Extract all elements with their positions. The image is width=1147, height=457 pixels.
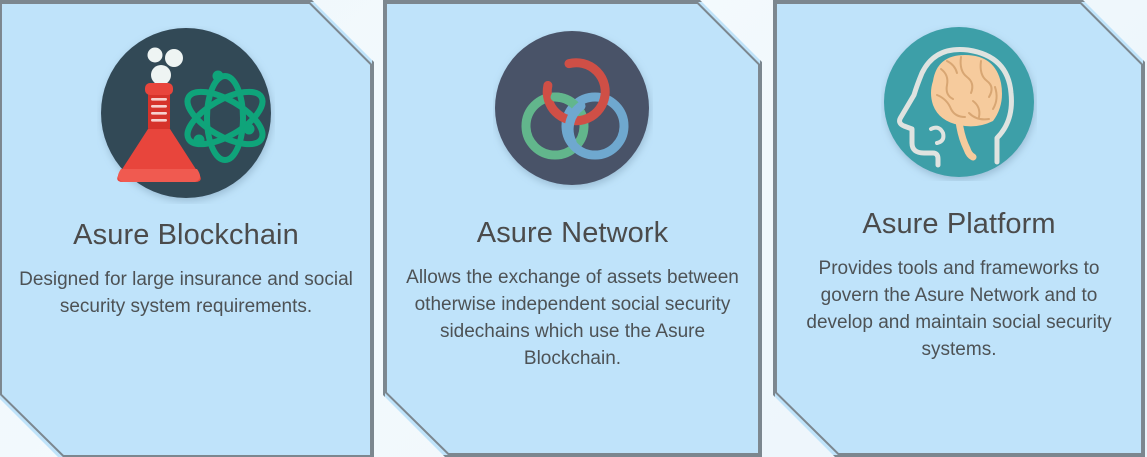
flask-atom-icon bbox=[97, 26, 275, 204]
card-asure-network[interactable]: Asure Network Allows the exchange of ass… bbox=[383, 0, 762, 457]
head-brain-icon bbox=[881, 25, 1037, 181]
card-title: Asure Platform bbox=[862, 208, 1056, 240]
interlocking-rings-icon bbox=[493, 30, 653, 190]
card-title: Asure Blockchain bbox=[73, 219, 299, 251]
card-asure-blockchain[interactable]: Asure Blockchain Designed for large insu… bbox=[0, 0, 374, 457]
card-description: Provides tools and frameworks to govern … bbox=[806, 258, 1112, 360]
card-description: Designed for large insurance and social … bbox=[19, 269, 353, 317]
card-title: Asure Network bbox=[476, 217, 669, 249]
card-asure-platform[interactable]: Asure Platform Provides tools and framew… bbox=[773, 0, 1145, 457]
card-description: Allows the exchange of assets between ot… bbox=[406, 267, 739, 369]
